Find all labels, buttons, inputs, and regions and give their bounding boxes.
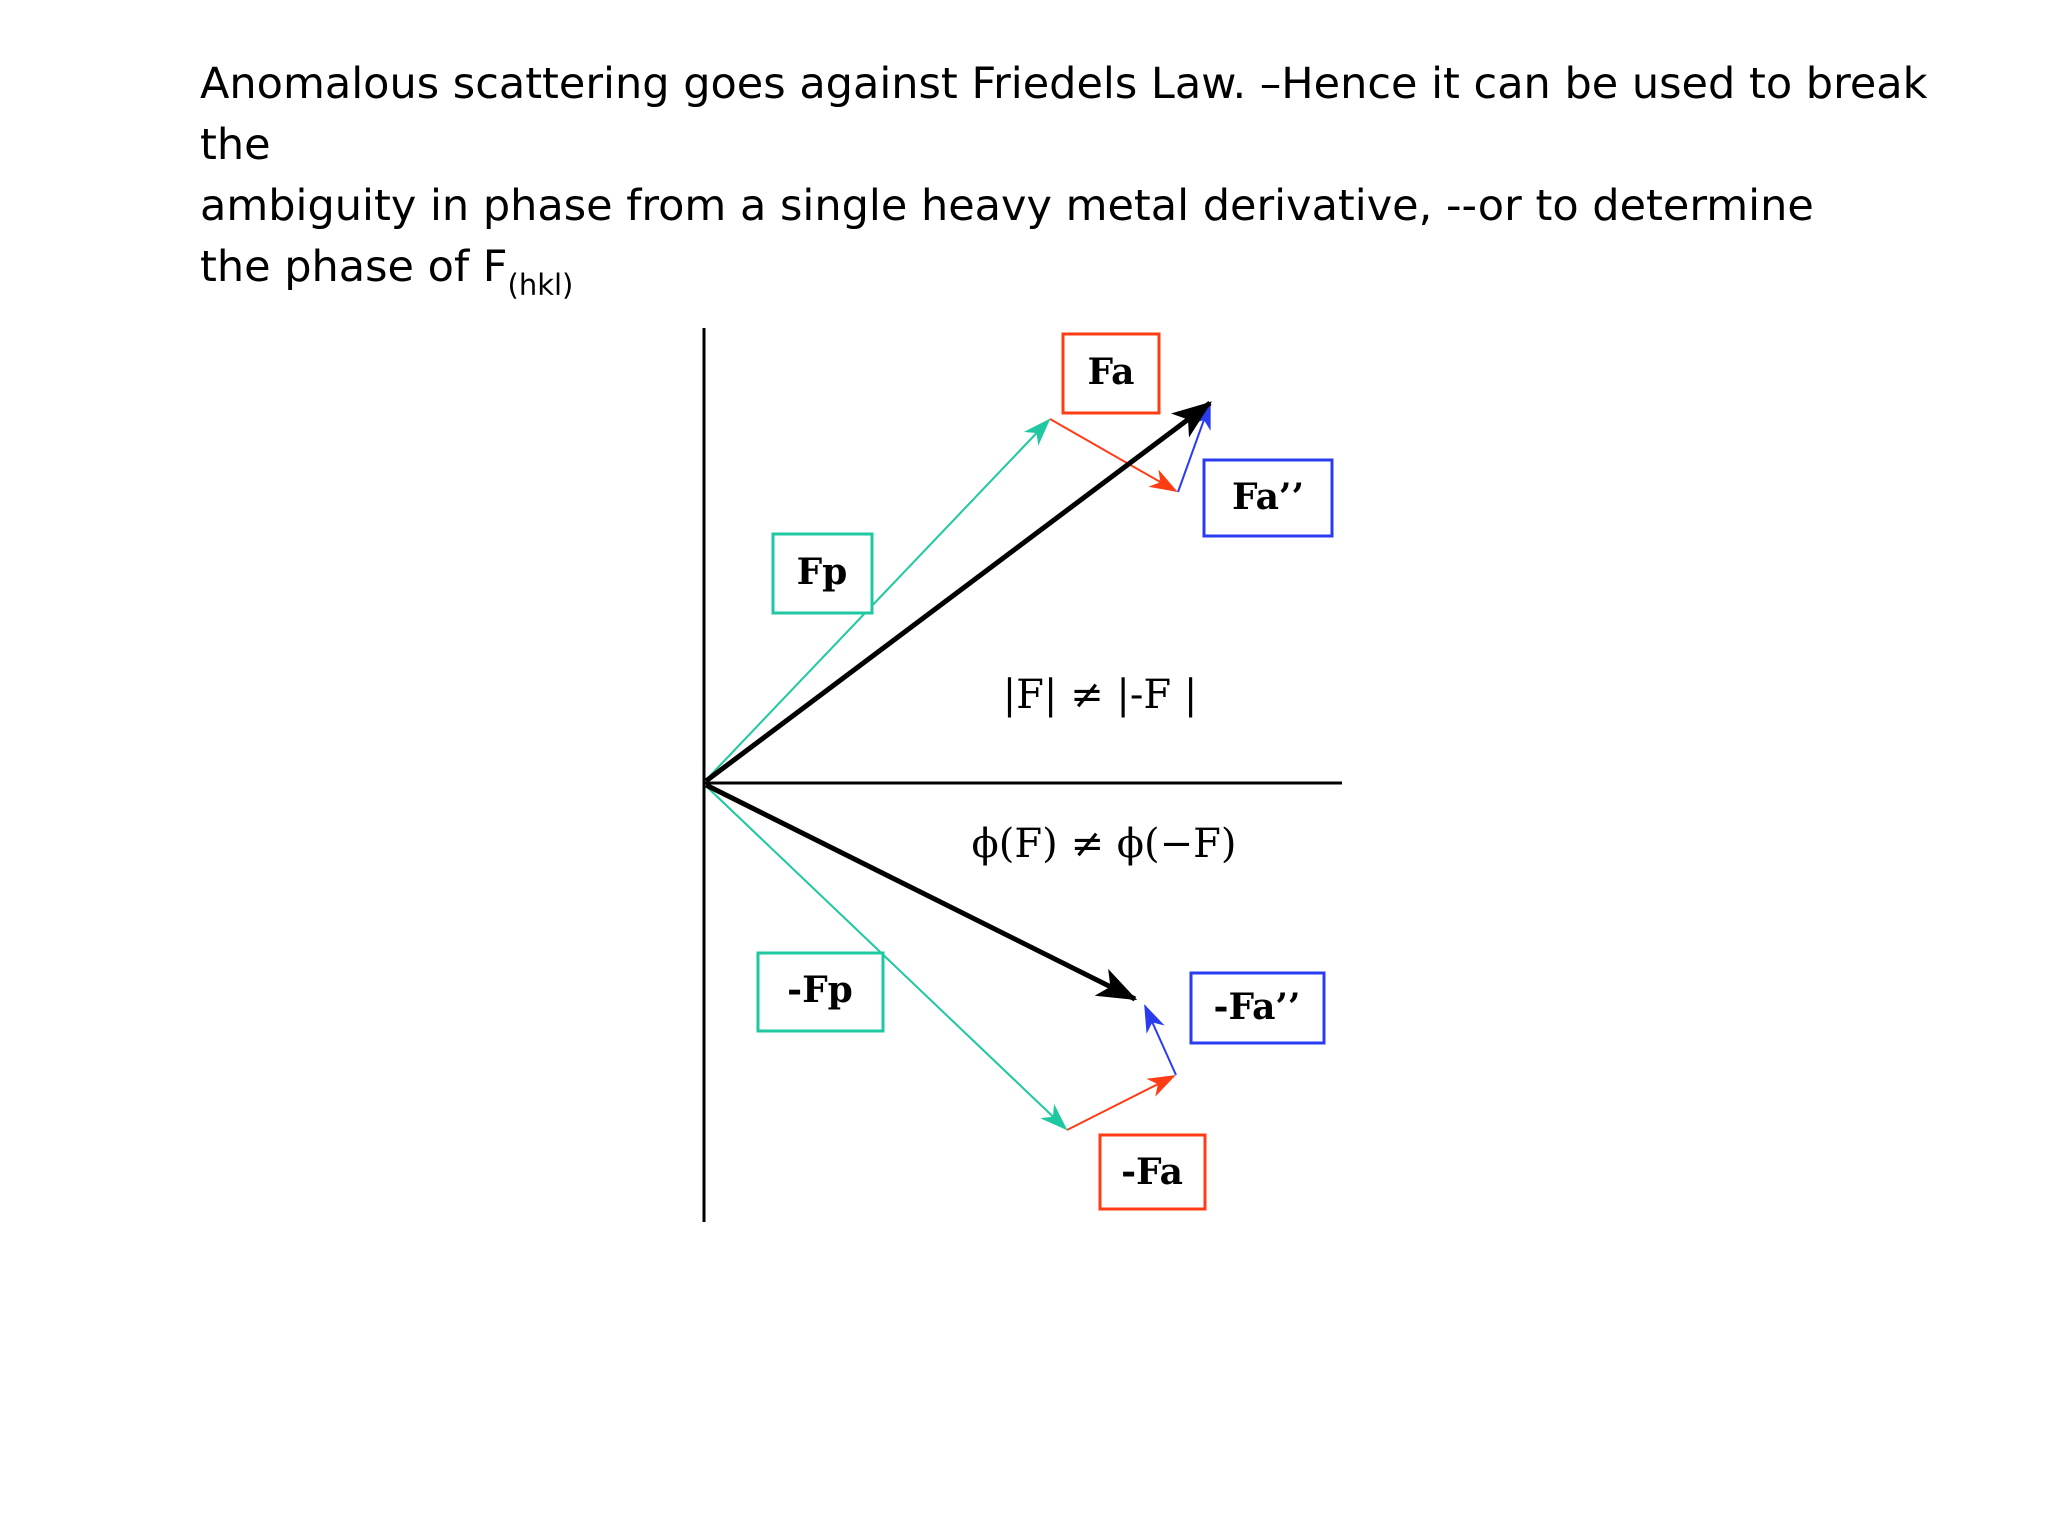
neg-fa-double-prime-label: -Fa’’ [1214, 986, 1301, 1028]
fa-vector [1049, 418, 1178, 492]
heading-subscript: (hkl) [507, 268, 574, 302]
neg-fa-double-prime-label-box [1189, 971, 1326, 1045]
fa-double-prime-label-box [1202, 458, 1334, 538]
magnitude-inequality: |F| ≠ |-F | [1003, 672, 1198, 718]
neg-fp-label: -Fp [787, 969, 853, 1011]
fa-label-box [1061, 332, 1161, 415]
neg-fa-label: -Fa [1121, 1151, 1183, 1193]
fp-vector [705, 418, 1051, 781]
neg-fa-double-prime-vector [1144, 1004, 1177, 1076]
fa-double-prime-label: Fa’’ [1232, 476, 1304, 518]
fp-label-box [771, 532, 874, 615]
neg-fa-vector [1066, 1075, 1176, 1131]
phase-inequality: ϕ(F) ≠ ϕ(−F) [972, 821, 1237, 867]
neg-f-resultant-vector [704, 782, 1138, 1002]
heading-line-3: the phase of F [200, 242, 508, 292]
fa-label: Fa [1088, 351, 1135, 393]
slide-heading: Anomalous scattering goes against Friede… [200, 54, 2000, 316]
heading-line-1: Anomalous scattering goes against Friede… [200, 59, 1928, 170]
f-resultant-vector [704, 401, 1212, 783]
heading-line-2: ambiguity in phase from a single heavy m… [200, 181, 1814, 231]
neg-fp-vector [705, 785, 1068, 1131]
neg-fp-label-box [756, 951, 885, 1033]
fp-label: Fp [797, 551, 848, 593]
neg-fa-label-box [1098, 1133, 1207, 1211]
